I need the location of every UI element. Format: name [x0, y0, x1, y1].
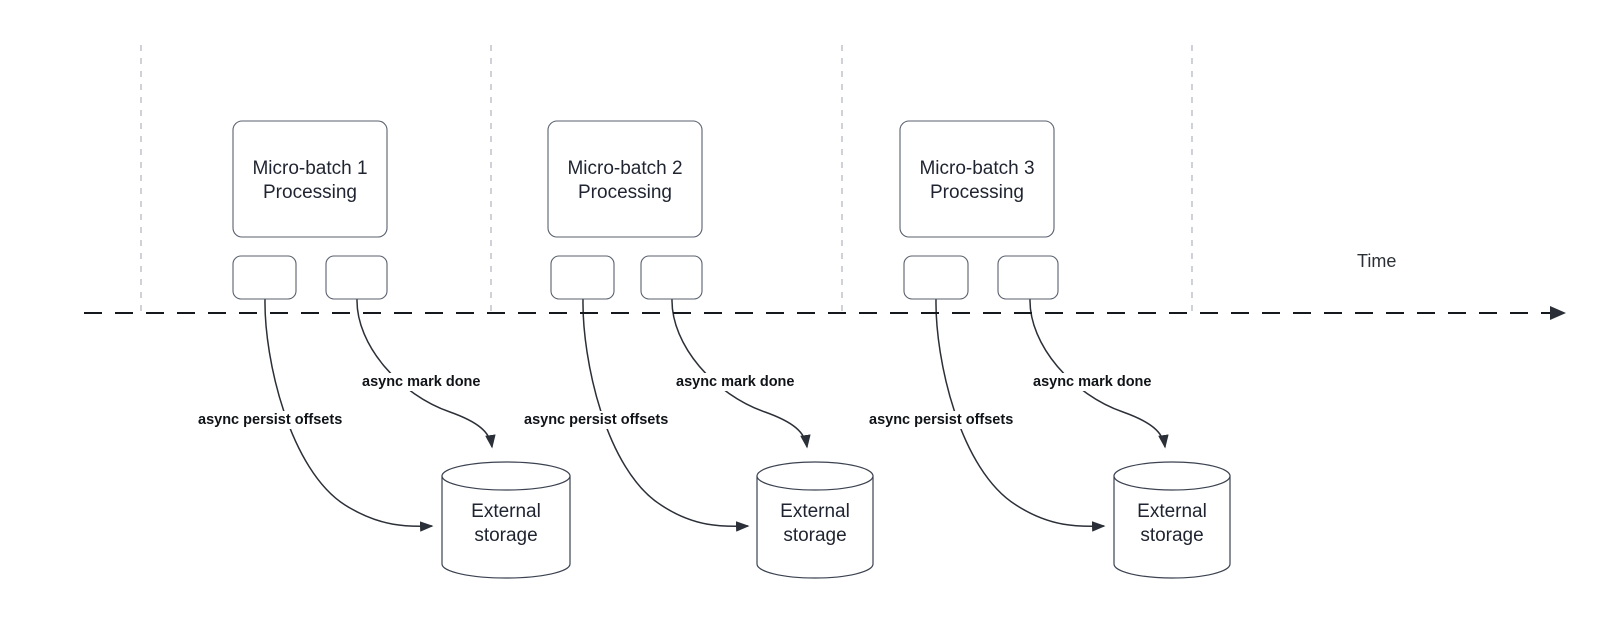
external-storage-label-line1-3: External: [1137, 501, 1207, 522]
external-storage-label-line2-1: storage: [474, 525, 537, 546]
micro-batch-label-line1-2: Micro-batch 2: [567, 158, 682, 179]
edge-1-persist: [264, 298, 434, 532]
external-storage-cylinder-body-3[interactable]: [1113, 475, 1231, 579]
micro-batch-label-line2-2: Processing: [578, 182, 672, 203]
edge-3-mark: [1029, 298, 1169, 449]
edge-label-layer: async persist offsets async mark done asyn…: [195, 373, 1155, 429]
external-storage-label-line2-2: storage: [783, 525, 846, 546]
micro-batch-box-3[interactable]: [899, 120, 1055, 238]
edge-2-mark-label: async mark done: [676, 374, 794, 390]
flow-edge-layer: [264, 298, 1169, 532]
task-2-mark-box[interactable]: [640, 255, 703, 300]
task-1-mark-box[interactable]: [325, 255, 388, 300]
edge-2-mark: [671, 298, 811, 449]
external-storage-cylinder-body-2[interactable]: [756, 475, 874, 579]
edge-3-mark-label: async mark done: [1033, 374, 1151, 390]
time-tick-lines: [140, 45, 1193, 316]
edge-1-persist-label-backdrop: [195, 411, 346, 429]
edge-3-persist: [935, 298, 1106, 532]
edge-3-persist-label: async persist offsets: [869, 412, 1013, 428]
external-storage-cylinder-top-3: [1113, 461, 1231, 491]
task-1-persist-box[interactable]: [232, 255, 297, 300]
task-3-mark-box[interactable]: [997, 255, 1059, 300]
edge-2-persist: [582, 298, 750, 532]
edge-2-mark-label-backdrop: [673, 373, 798, 391]
external-storage-label-line1-2: External: [780, 501, 850, 522]
external-storage-cylinder-top-1: [441, 461, 571, 491]
micro-batch-box-1[interactable]: [232, 120, 388, 238]
external-storage-label-line1-1: External: [471, 501, 541, 522]
edge-2-persist-label-backdrop: [521, 411, 672, 429]
micro-batch-label-line1-3: Micro-batch 3: [919, 158, 1034, 179]
external-storage-cylinder-body-1[interactable]: [441, 475, 571, 579]
edge-2-persist-label: async persist offsets: [524, 412, 668, 428]
micro-batch-label-line2-1: Processing: [263, 182, 357, 203]
micro-batch-box-2[interactable]: [547, 120, 703, 238]
task-3-persist-box[interactable]: [903, 255, 969, 300]
task-2-persist-box[interactable]: [550, 255, 615, 300]
edge-1-mark-label: async mark done: [362, 374, 480, 390]
edge-1-persist-label: async persist offsets: [198, 412, 342, 428]
timeline-axis: Time: [84, 251, 1566, 320]
micro-batch-label-line2-3: Processing: [930, 182, 1024, 203]
time-axis-label: Time: [1357, 251, 1396, 271]
edge-1-mark-label-backdrop: [359, 373, 484, 391]
timeline-arrow-icon: [1550, 306, 1566, 320]
external-storage-label-line2-3: storage: [1140, 525, 1203, 546]
edge-3-persist-label-backdrop: [866, 411, 1017, 429]
edge-1-mark: [356, 298, 496, 449]
external-storage-cylinder-top-2: [756, 461, 874, 491]
micro-batch-label-line1-1: Micro-batch 1: [252, 158, 367, 179]
edge-3-mark-label-backdrop: [1030, 373, 1155, 391]
